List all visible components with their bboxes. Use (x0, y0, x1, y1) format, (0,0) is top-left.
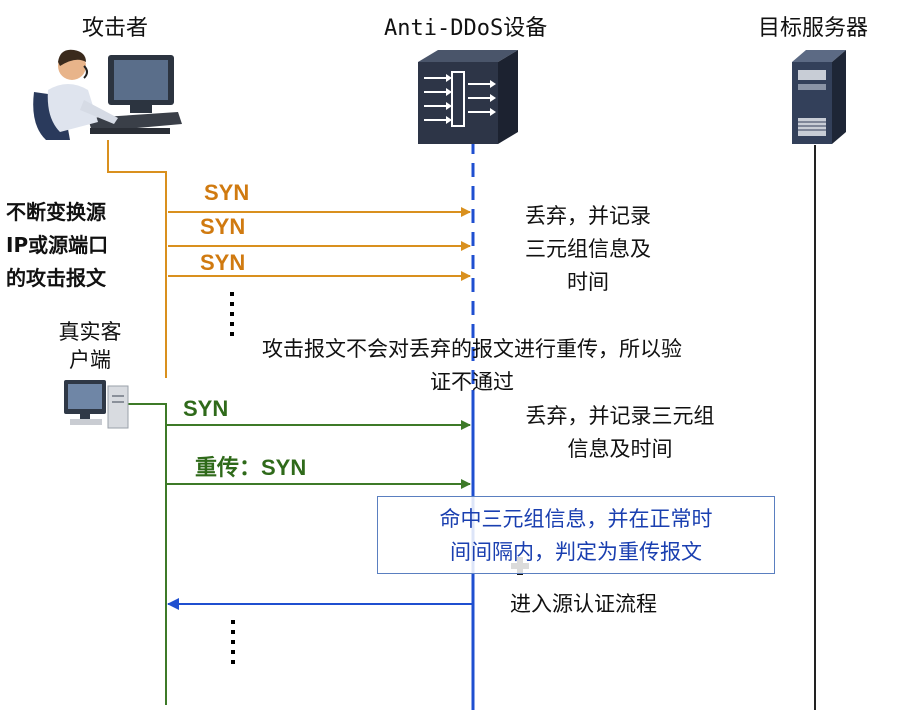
client-ellipsis (231, 620, 235, 664)
attacker-header: 攻击者 (82, 16, 149, 41)
target-server-icon (792, 50, 846, 144)
attacker-desc-line-1: 不断变换源 (6, 200, 106, 224)
hit-box-line-2: 间间隔内，判定为重传报文 (450, 540, 702, 564)
real-client-line-1: 真实客 (58, 320, 122, 344)
anti-ddos-header: Anti-DDoS设备 (384, 16, 548, 41)
discard-note-2-line-1: 丢弃，并记录三元组 (525, 404, 715, 428)
attacker-lifeline (107, 140, 167, 378)
anti-ddos-device-icon (418, 50, 518, 144)
real-client-label: 真实客 户端 (50, 318, 130, 374)
no-retransmit-line-1: 攻击报文不会对丢弃的报文进行重传，所以验 (262, 337, 682, 361)
attacker-description: 不断变换源 IP或源端口 的攻击报文 (6, 196, 108, 295)
discard-note-attacker: 丢弃，并记录 三元组信息及 时间 (500, 200, 676, 299)
client-syn-label: SYN (183, 396, 229, 421)
attacker-desc-line-3: 的攻击报文 (6, 266, 106, 290)
discard-note-1-line-3: 时间 (567, 270, 609, 294)
client-retransmit-label: 重传：SYN (195, 455, 307, 480)
attacker-syn-label-3: SYN (200, 250, 246, 275)
hit-box-line-1: 命中三元组信息，并在正常时 (439, 507, 713, 531)
real-client-line-2: 户端 (69, 348, 111, 372)
no-retransmit-line-2: 证不通过 (430, 370, 514, 394)
no-retransmit-note: 攻击报文不会对丢弃的报文进行重传，所以验 证不通过 (180, 333, 764, 399)
retransmit-detected-box: 命中三元组信息，并在正常时 间间隔内，判定为重传报文 (377, 496, 775, 574)
attacker-syn-label-2: SYN (200, 214, 246, 239)
attacker-ellipsis (230, 292, 234, 336)
attacker-desc-line-2: IP或源端口 (6, 233, 109, 257)
real-client-computer-icon (64, 380, 129, 429)
target-server-header: 目标服务器 (758, 16, 869, 41)
client-lifeline (128, 403, 167, 705)
enter-auth-label: 进入源认证流程 (510, 592, 657, 616)
discard-note-1-line-2: 三元组信息及 (525, 237, 651, 261)
discard-note-client: 丢弃，并记录三元组 信息及时间 (490, 400, 750, 466)
attacker-syn-label-1: SYN (204, 180, 250, 205)
attacker-icon (33, 49, 182, 140)
discard-note-2-line-2: 信息及时间 (567, 437, 673, 461)
discard-note-1-line-1: 丢弃，并记录 (525, 204, 651, 228)
